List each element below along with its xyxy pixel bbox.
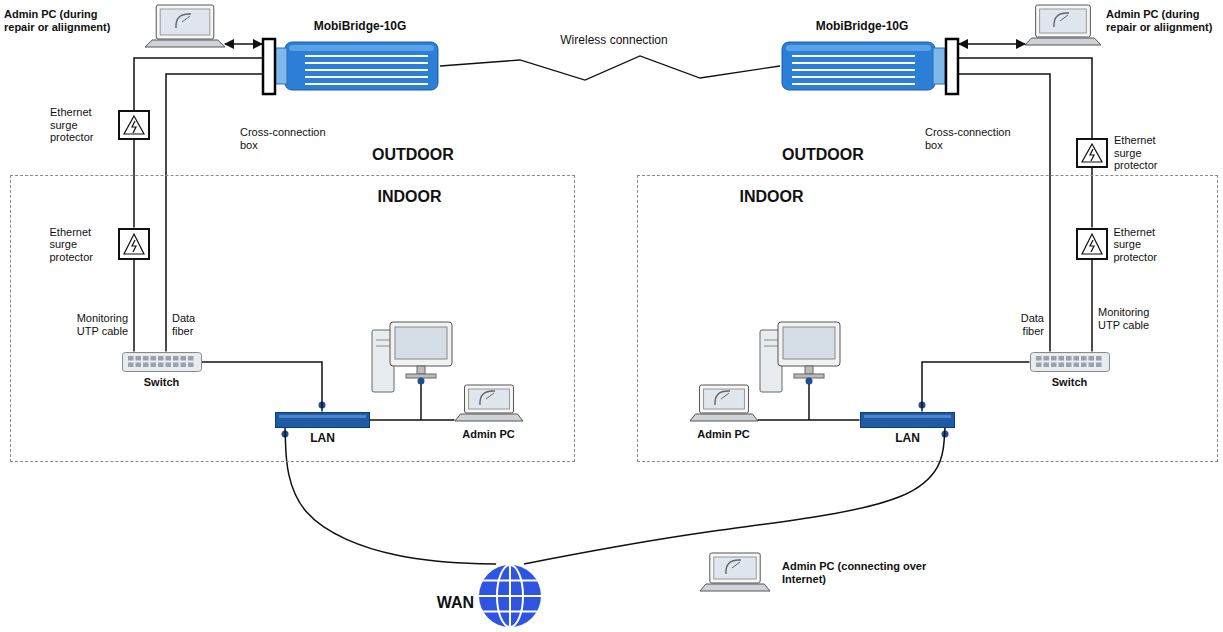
node-label: Admin PC (681, 428, 767, 441)
radio-unit: MobiBridge-10G (275, 40, 440, 92)
connector (758, 419, 860, 421)
surge-shape (118, 228, 150, 260)
wire-port (806, 378, 813, 385)
node-label: Admin PC (connecting over Internet) (782, 560, 942, 585)
admin-laptop: Admin PC (during repair or aliignment) (145, 4, 225, 50)
indoor-region: INDOOR Ethernet surge protectorSwitchLAN A… (637, 175, 1218, 462)
node-label: Admin PC (during repair or aliignment) (4, 8, 116, 33)
node-label: Cross-connection box (925, 126, 1021, 151)
connector (1091, 168, 1093, 228)
admin-laptop: Admin PC (455, 384, 523, 424)
surge-protector: Ethernet surge protector (1076, 138, 1108, 168)
node-label: Cross-connection box (240, 126, 336, 151)
surge-shape (1076, 228, 1108, 260)
lan-shape (860, 412, 955, 428)
globe-shape (478, 564, 542, 628)
laptop-shape (455, 384, 523, 424)
annotation-label: Data fiber (1000, 312, 1044, 337)
wan-globe: WAN (478, 564, 542, 628)
laptop-shape (700, 552, 770, 594)
connector (370, 419, 455, 421)
device-shape (275, 40, 440, 92)
node-label: Admin PC (446, 428, 532, 441)
surge-shape (118, 110, 150, 140)
connector (166, 74, 262, 352)
connector (959, 43, 1025, 45)
desktop-pc (372, 322, 452, 392)
surge-protector: Ethernet surge protector (1076, 228, 1108, 260)
network-switch: Switch (1030, 352, 1110, 372)
wire-port (418, 378, 425, 385)
admin-laptop: Admin PC (connecting over Internet) (700, 552, 770, 594)
node-label: Ethernet surge protector (1114, 226, 1178, 264)
admin-laptop: Admin PC (690, 384, 758, 424)
node-label: LAN (300, 432, 346, 446)
connector (285, 428, 496, 565)
surge-shape (1076, 138, 1108, 168)
node-label: Ethernet surge protector (1114, 134, 1178, 172)
connector (134, 58, 262, 110)
node-label: Switch (1040, 376, 1100, 389)
annotation-label: OUTDOOR (782, 146, 882, 164)
node-label: Ethernet surge protector (50, 106, 112, 144)
annotation-label: Data fiber (172, 312, 216, 337)
crossbox-shape (945, 38, 959, 95)
connector (440, 56, 780, 80)
connector (133, 260, 135, 352)
desktop-pc (760, 322, 840, 392)
annotation-label: Monitoring UTP cable (1098, 306, 1168, 331)
cross-connection-box: Cross-connection box (945, 38, 959, 95)
node-label: INDOOR (740, 188, 840, 206)
connector (959, 74, 1050, 352)
node-label: MobiBridge-10G (298, 20, 422, 34)
node-label: INDOOR (378, 188, 478, 206)
node-label: Ethernet surge protector (50, 226, 112, 264)
laptop-shape (1025, 4, 1101, 48)
connector (922, 362, 1030, 412)
lan-hub: LAN (275, 412, 370, 428)
laptop-shape (145, 4, 225, 50)
connector-label: Wireless connection (548, 34, 680, 48)
switch-shape (122, 352, 202, 372)
connector (1091, 260, 1093, 352)
connector (133, 140, 135, 228)
admin-laptop: Admin PC (during repair or aliignment) (1025, 4, 1101, 48)
radio-unit: MobiBridge-10G (780, 40, 945, 92)
node-label: Admin PC (during repair or aliignment) (1106, 8, 1219, 33)
surge-protector: Ethernet surge protector (118, 228, 150, 260)
node-label: WAN (424, 594, 474, 612)
connector (524, 428, 945, 565)
crossbox-shape (262, 38, 276, 95)
device-shape (780, 40, 945, 92)
surge-protector: Ethernet surge protector (118, 110, 150, 140)
connector (202, 362, 323, 412)
node-label: LAN (885, 432, 931, 446)
laptop-shape (690, 384, 758, 424)
network-switch: Switch (122, 352, 202, 372)
node-label: Switch (132, 376, 192, 389)
lan-hub: LAN (860, 412, 955, 428)
lan-shape (275, 412, 370, 428)
annotation-label: Monitoring UTP cable (60, 312, 128, 337)
connector (225, 43, 262, 45)
annotation-label: OUTDOOR (372, 146, 472, 164)
node-label: MobiBridge-10G (800, 20, 924, 34)
cross-connection-box: Cross-connection box (262, 38, 276, 95)
switch-shape (1030, 352, 1110, 372)
